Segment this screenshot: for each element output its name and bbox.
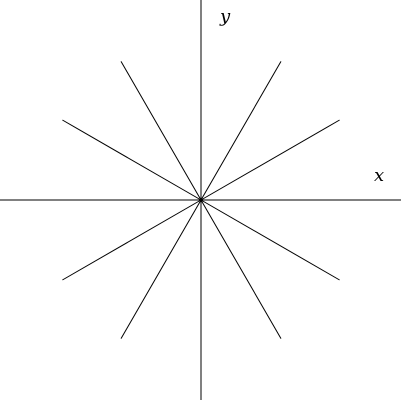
ray-210-deg xyxy=(62,199,202,281)
ray-120-deg xyxy=(120,61,202,201)
rays-group xyxy=(62,61,340,339)
ray-240-deg xyxy=(120,199,202,339)
ray-150-deg xyxy=(62,119,202,201)
ray-60-deg xyxy=(200,61,282,201)
x-axis-label: x xyxy=(374,165,384,186)
ray-330-deg xyxy=(200,199,340,281)
y-axis-label: y xyxy=(219,6,231,27)
ray-30-deg xyxy=(200,119,340,201)
ray-300-deg xyxy=(200,199,282,339)
